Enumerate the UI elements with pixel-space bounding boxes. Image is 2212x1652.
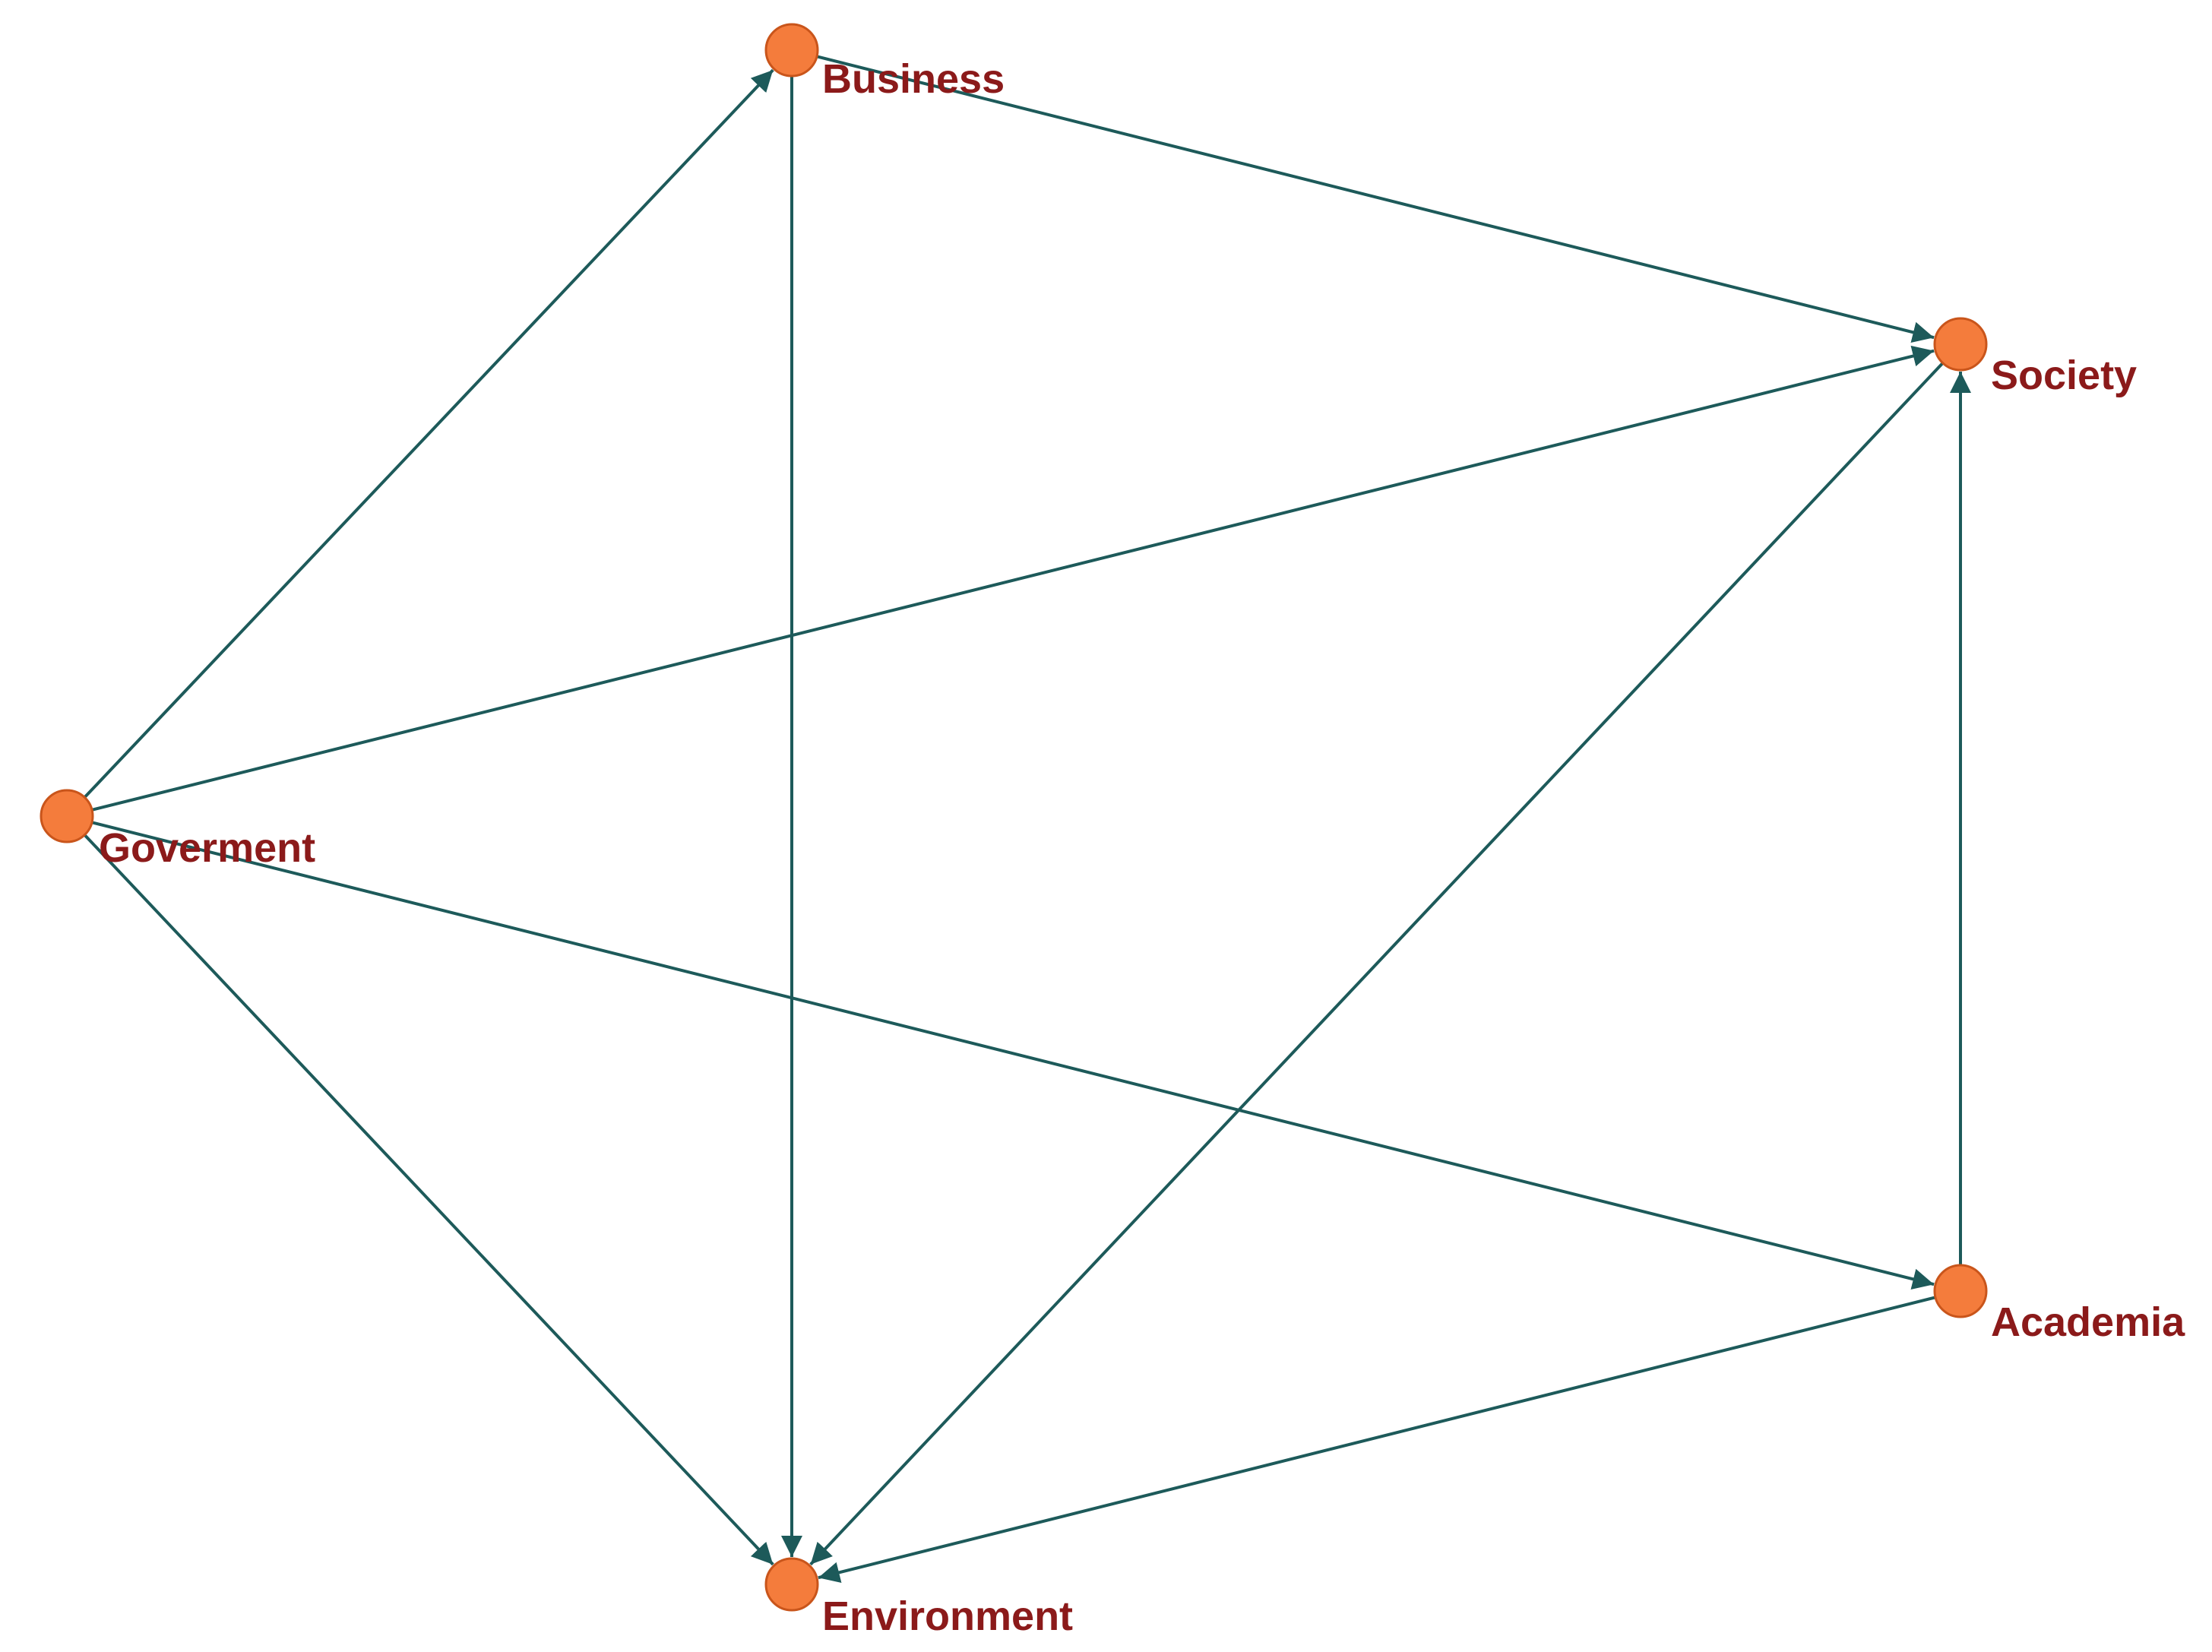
edge-goverment-to-business [83, 68, 774, 799]
node-society[interactable] [1933, 317, 1988, 372]
node-business[interactable] [764, 23, 819, 78]
edge-goverment-to-society [91, 345, 1935, 812]
edge-goverment-to-academia [91, 821, 1935, 1290]
node-environment[interactable] [764, 1557, 819, 1612]
node-label-goverment: Goverment [99, 825, 315, 871]
nodes-layer [40, 23, 1988, 1612]
edge-academia-to-environment [818, 1296, 1936, 1583]
node-label-environment: Environment [822, 1593, 1073, 1639]
node-goverment[interactable] [40, 789, 94, 843]
node-label-business: Business [822, 56, 1005, 102]
edge-goverment-to-environment [83, 834, 774, 1566]
edge-business-to-society [816, 55, 1935, 343]
edge-society-to-environment [809, 362, 1945, 1566]
node-label-academia: Academia [1991, 1299, 2185, 1345]
node-academia[interactable] [1933, 1264, 1988, 1318]
edges-layer [83, 55, 1971, 1583]
labels-layer: BusinessSocietyGovermentAcademiaEnvironm… [99, 56, 2185, 1639]
node-label-society: Society [1991, 353, 2137, 398]
